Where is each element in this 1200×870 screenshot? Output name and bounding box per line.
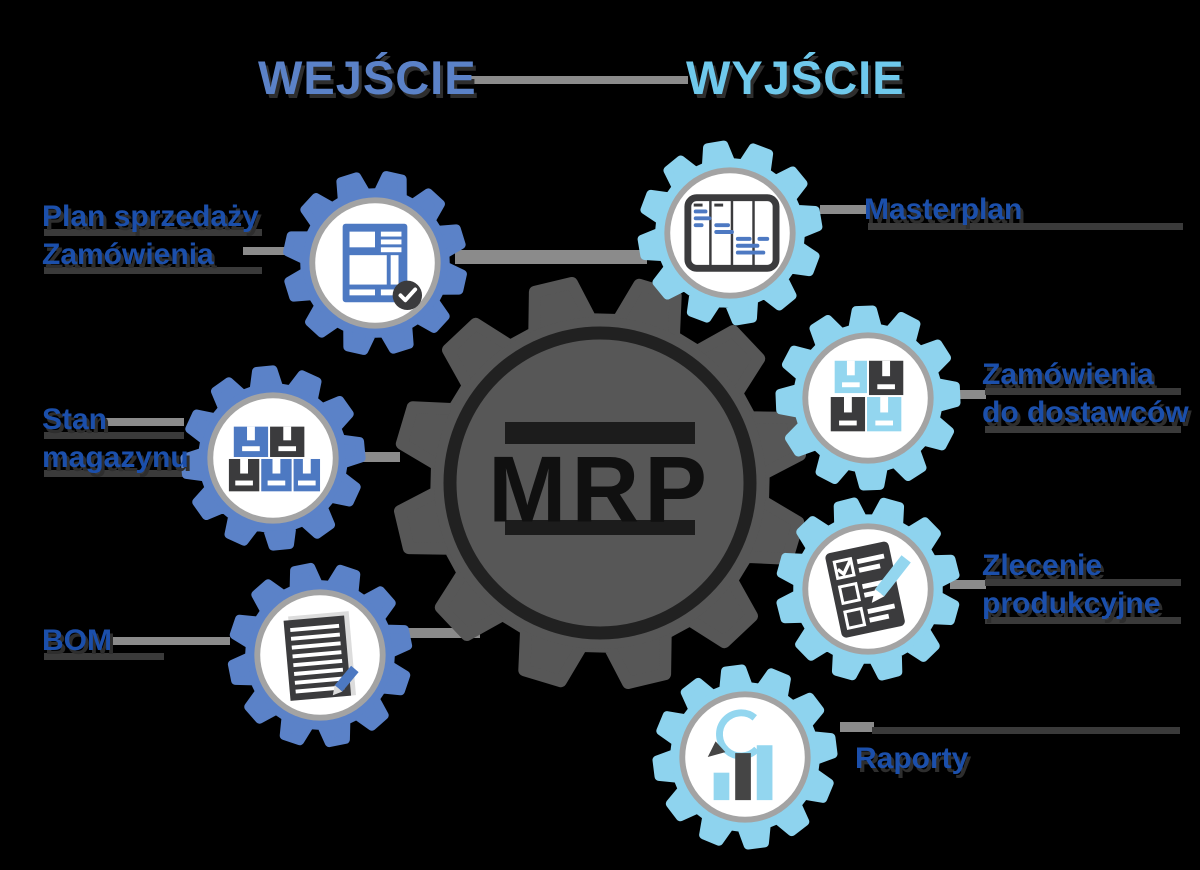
production-checklist-icon	[825, 541, 916, 638]
connector-line	[406, 628, 480, 638]
connector-line	[106, 418, 184, 426]
label-line: Zamówienia	[42, 238, 214, 271]
label-line: produkcyjne	[982, 587, 1161, 620]
gear-output-zamowienia	[775, 305, 961, 491]
label-stan-magazynu: Stan magazynu	[42, 401, 189, 477]
supplier-boxes-icon	[830, 360, 904, 432]
connector-line	[950, 580, 986, 589]
connector-line	[466, 76, 688, 84]
label-line: Stan	[42, 403, 108, 436]
label-line: do dostawców	[982, 396, 1189, 429]
shadow-line	[985, 426, 1181, 433]
gear-input-bom	[227, 562, 413, 748]
connector-line	[243, 247, 285, 255]
shadow-line	[44, 470, 272, 477]
shadow-line	[44, 267, 262, 274]
warehouse-boxes-icon	[228, 426, 321, 492]
gantt-chart-icon	[684, 194, 780, 272]
gear-input-stan-magazynu	[180, 365, 366, 551]
gear-output-raporty	[652, 664, 838, 850]
shadow-line	[985, 579, 1181, 586]
label-masterplan: Masterplan	[864, 191, 1022, 229]
label-plan-sprzedazy-zamowienia: Plan sprzedaży Zamówienia	[42, 198, 259, 274]
label-raporty: Raporty	[855, 740, 968, 778]
shadow-line	[44, 432, 184, 439]
order-form-check-icon	[342, 223, 423, 311]
label-zlecenie-produkcyjne: Zlecenie produkcyjne	[982, 547, 1160, 623]
connector-line	[112, 637, 230, 645]
connector-line	[455, 250, 647, 264]
label-line: Masterplan	[864, 193, 1023, 226]
input-section-header: WEJŚCIE	[258, 51, 477, 104]
connector-line	[840, 722, 874, 732]
shadow-line	[872, 727, 1180, 734]
label-line: Plan sprzedaży	[42, 200, 259, 233]
connector-line	[820, 205, 868, 214]
gear-central-mrp: MRP	[394, 277, 806, 689]
gear-input-plan-sprzedazy	[283, 171, 467, 355]
output-section-header: WYJŚCIE	[686, 51, 905, 104]
shadow-line	[985, 617, 1181, 624]
shadow-line	[44, 653, 164, 660]
label-line: Raporty	[855, 742, 969, 775]
shadow-line	[44, 229, 262, 236]
label-line: magazynu	[42, 441, 189, 474]
connector-line	[362, 452, 400, 462]
label-bom: BOM	[42, 622, 112, 660]
label-line: Zlecenie	[982, 549, 1103, 582]
gear-output-masterplan	[637, 140, 823, 326]
shadow-line	[985, 388, 1181, 395]
bom-list-icon	[283, 611, 359, 701]
label-zamowienia-do-dostawcow: Zamówienia do dostawców	[982, 356, 1189, 432]
report-bar-chart-icon	[707, 709, 773, 801]
label-line: BOM	[42, 624, 112, 657]
shadow-line	[868, 223, 1183, 230]
mrp-title: MRP	[488, 437, 712, 542]
gear-output-zlecenie	[776, 497, 960, 681]
connector-line	[956, 390, 986, 399]
label-line: Zamówienia	[982, 358, 1154, 391]
